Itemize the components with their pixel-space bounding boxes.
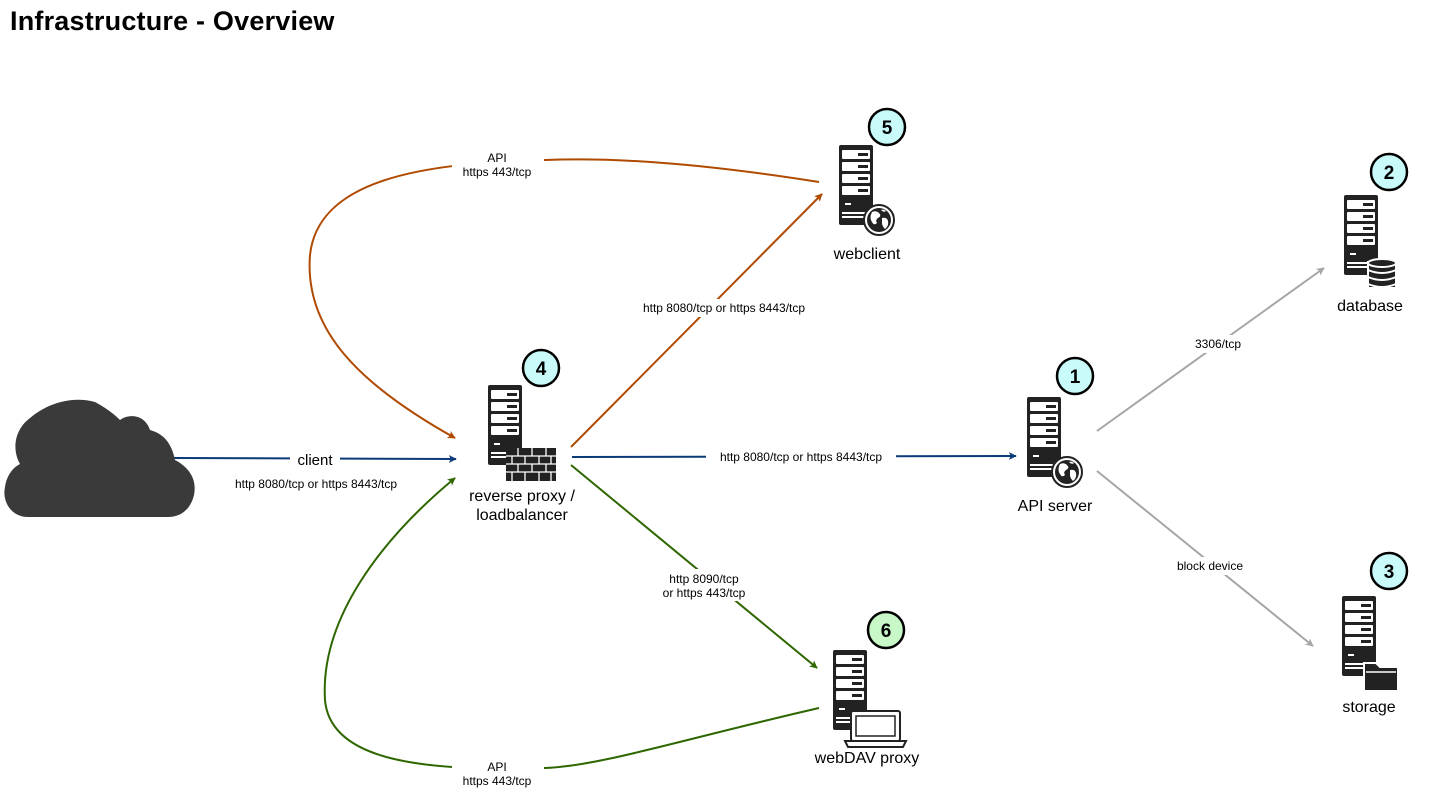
proxy-to-api-label: http 8080/tcp or https 8443/tcp [720, 450, 882, 464]
edge-label-proxy-to-webclient: http 8080/tcp or https 8443/tcp [632, 299, 814, 317]
database-node[interactable]: 2 database [1337, 152, 1409, 315]
folder-icon [1363, 662, 1399, 692]
globe-icon [1051, 456, 1083, 488]
edge-label-webdav-api: API https 443/tcp [452, 757, 544, 789]
webdav-label: webDAV proxy [814, 750, 920, 767]
edge-proxy-to-webdav [570, 464, 818, 669]
badge-4-number: 4 [536, 359, 547, 380]
badge-3-number: 3 [1384, 562, 1395, 583]
edge-webdav-to-proxy [323, 477, 820, 770]
proxy-node[interactable]: 4 reverse proxy / loadbalancer [469, 348, 575, 524]
edge-label-api-to-storage: block device [1170, 557, 1250, 575]
api-to-storage-label: block device [1177, 559, 1243, 573]
webdav-node[interactable]: 6 webDAV proxy [814, 610, 920, 767]
storage-node[interactable]: 3 storage [1342, 551, 1409, 716]
edge-label-api-to-database: 3306/tcp [1188, 335, 1248, 353]
webclient-api-label-line1: API [487, 151, 506, 165]
edge-proxy-to-webclient [570, 193, 823, 448]
badge-1: 1 [1055, 356, 1095, 396]
laptop-icon [843, 710, 908, 748]
badge-5-number: 5 [882, 118, 893, 139]
webdav-api-label-line2: https 443/tcp [463, 774, 532, 788]
badge-4: 4 [521, 348, 561, 388]
proxy-to-webclient-label: http 8080/tcp or https 8443/tcp [643, 301, 805, 315]
globe-icon [863, 204, 895, 236]
api-server-node[interactable]: 1 API server [1018, 356, 1095, 515]
database-icon [1367, 258, 1397, 289]
badge-6-number: 6 [881, 621, 892, 642]
badge-3: 3 [1369, 551, 1409, 591]
edge-label-proxy-to-webdav: http 8090/tcp or https 443/tcp [654, 569, 754, 601]
badge-5: 5 [867, 107, 907, 147]
client-node[interactable] [4, 399, 195, 517]
storage-label: storage [1342, 699, 1395, 716]
edge-webclient-to-proxy [308, 158, 820, 439]
badge-1-number: 1 [1070, 367, 1081, 388]
badge-6: 6 [866, 610, 906, 650]
database-label: database [1337, 298, 1403, 315]
page-title: Infrastructure - Overview [10, 6, 335, 36]
proxy-to-webdav-label-line2: or https 443/tcp [663, 586, 746, 600]
firewall-icon [506, 448, 556, 481]
edge-label-webclient-api: API https 443/tcp [452, 148, 544, 180]
proxy-label-line2: loadbalancer [476, 507, 568, 524]
edge-label-proxy-to-api: http 8080/tcp or https 8443/tcp [706, 448, 896, 466]
proxy-to-webdav-label-line1: http 8090/tcp [669, 572, 739, 586]
proxy-label-line1: reverse proxy / [469, 488, 575, 505]
client-protocol-label: http 8080/tcp or https 8443/tcp [235, 477, 397, 491]
badge-2-number: 2 [1384, 163, 1395, 184]
edge-label-client: client http 8080/tcp or https 8443/tcp [235, 451, 397, 491]
webclient-api-label-line2: https 443/tcp [463, 165, 532, 179]
webclient-label: webclient [833, 246, 901, 263]
api-server-label: API server [1018, 498, 1093, 515]
webdav-api-label-line1: API [487, 760, 506, 774]
client-label: client [297, 452, 333, 469]
cloud-icon [4, 399, 195, 517]
badge-2: 2 [1369, 152, 1409, 192]
api-to-database-label: 3306/tcp [1195, 337, 1241, 351]
webclient-node[interactable]: 5 webclient [833, 107, 907, 263]
